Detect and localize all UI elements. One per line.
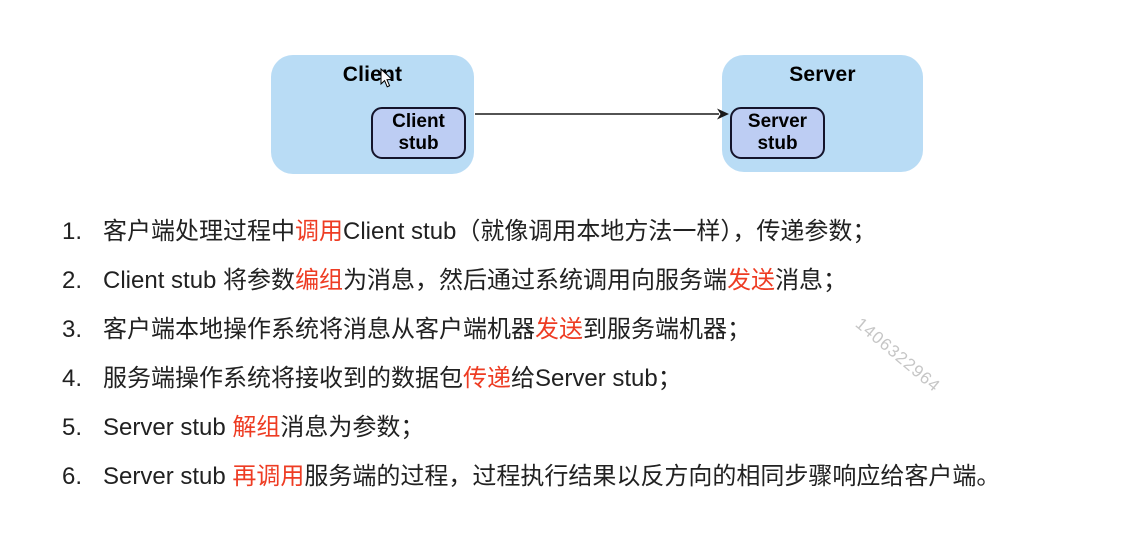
step-item: 3. 客户端本地操作系统将消息从客户端机器发送到服务端机器；: [62, 305, 1122, 354]
client-stub-label-line2: stub: [398, 133, 439, 154]
step-text: Server stub 解组消息为参数；: [103, 403, 424, 452]
step-item: 1. 客户端处理过程中调用Client stub（就像调用本地方法一样），传递参数…: [62, 207, 1122, 256]
step-text: Client stub 将参数编组为消息，然后通过系统调用向服务端发送消息；: [103, 256, 847, 305]
step-number: 1.: [62, 218, 83, 245]
step-item: 2. Client stub 将参数编组为消息，然后通过系统调用向服务端发送消息；: [62, 256, 1122, 305]
step-segment: 给Server stub；: [511, 365, 682, 392]
step-item: 5. Server stub 解组消息为参数；: [62, 403, 1122, 452]
client-box-title: Client: [342, 63, 403, 86]
server-stub-label-line2: stub: [757, 133, 798, 154]
step-item: 4. 服务端操作系统将接收到的数据包传递给Server stub；: [62, 354, 1122, 403]
mouse-cursor-icon: [380, 68, 394, 88]
server-box: Server Server stub: [722, 55, 923, 172]
steps-list: 1. 客户端处理过程中调用Client stub（就像调用本地方法一样），传递参数…: [62, 207, 1122, 501]
step-segment: 消息；: [775, 267, 848, 294]
server-box-title: Server: [789, 63, 856, 86]
client-stub-label-line1: Client: [392, 111, 445, 132]
step-segment: Client stub 将参数: [103, 267, 296, 294]
step-number: 6.: [62, 463, 83, 490]
step-text: 客户端本地操作系统将消息从客户端机器发送到服务端机器；: [103, 305, 751, 354]
client-box: Client Client stub: [271, 55, 474, 174]
client-stub-box: Client stub: [371, 107, 466, 159]
step-highlight: 编组: [295, 267, 344, 294]
step-highlight: 调用: [295, 218, 343, 245]
step-segment: 客户端处理过程中: [103, 218, 295, 245]
step-segment: 服务端操作系统将接收到的数据包: [103, 365, 463, 392]
step-segment: Server stub: [103, 463, 233, 490]
step-highlight: 再调用: [232, 463, 305, 490]
step-segment: Server stub: [103, 414, 233, 441]
step-segment: 为消息，然后通过系统调用向服务端: [343, 267, 728, 294]
step-segment: 消息为参数；: [280, 414, 425, 441]
step-segment: Client stub（就像调用本地方法一样），传递参数；: [343, 218, 877, 245]
server-stub-box: Server stub: [730, 107, 825, 159]
rpc-call-arrow-icon: [475, 108, 729, 120]
step-highlight: 解组: [232, 414, 281, 441]
step-item: 6. Server stub 再调用服务端的过程，过程执行结果以反方向的相同步骤响…: [62, 452, 1122, 501]
step-number: 4.: [62, 365, 83, 392]
step-highlight: 发送: [535, 316, 583, 343]
step-text: 客户端处理过程中调用Client stub（就像调用本地方法一样），传递参数；: [103, 207, 876, 256]
step-number: 5.: [62, 414, 83, 441]
step-text: Server stub 再调用服务端的过程，过程执行结果以反方向的相同步骤响应给…: [103, 452, 1000, 501]
server-stub-label-line1: Server: [747, 111, 808, 132]
step-number: 3.: [62, 316, 83, 343]
step-highlight: 传递: [463, 365, 511, 392]
step-segment: 到服务端机器；: [583, 316, 751, 343]
step-number: 2.: [62, 267, 83, 294]
step-segment: 服务端的过程，过程执行结果以反方向的相同步骤响应给客户端。: [304, 463, 1001, 490]
step-text: 服务端操作系统将接收到的数据包传递给Server stub；: [103, 354, 682, 403]
step-highlight: 发送: [727, 267, 776, 294]
step-segment: 客户端本地操作系统将消息从客户端机器: [103, 316, 535, 343]
